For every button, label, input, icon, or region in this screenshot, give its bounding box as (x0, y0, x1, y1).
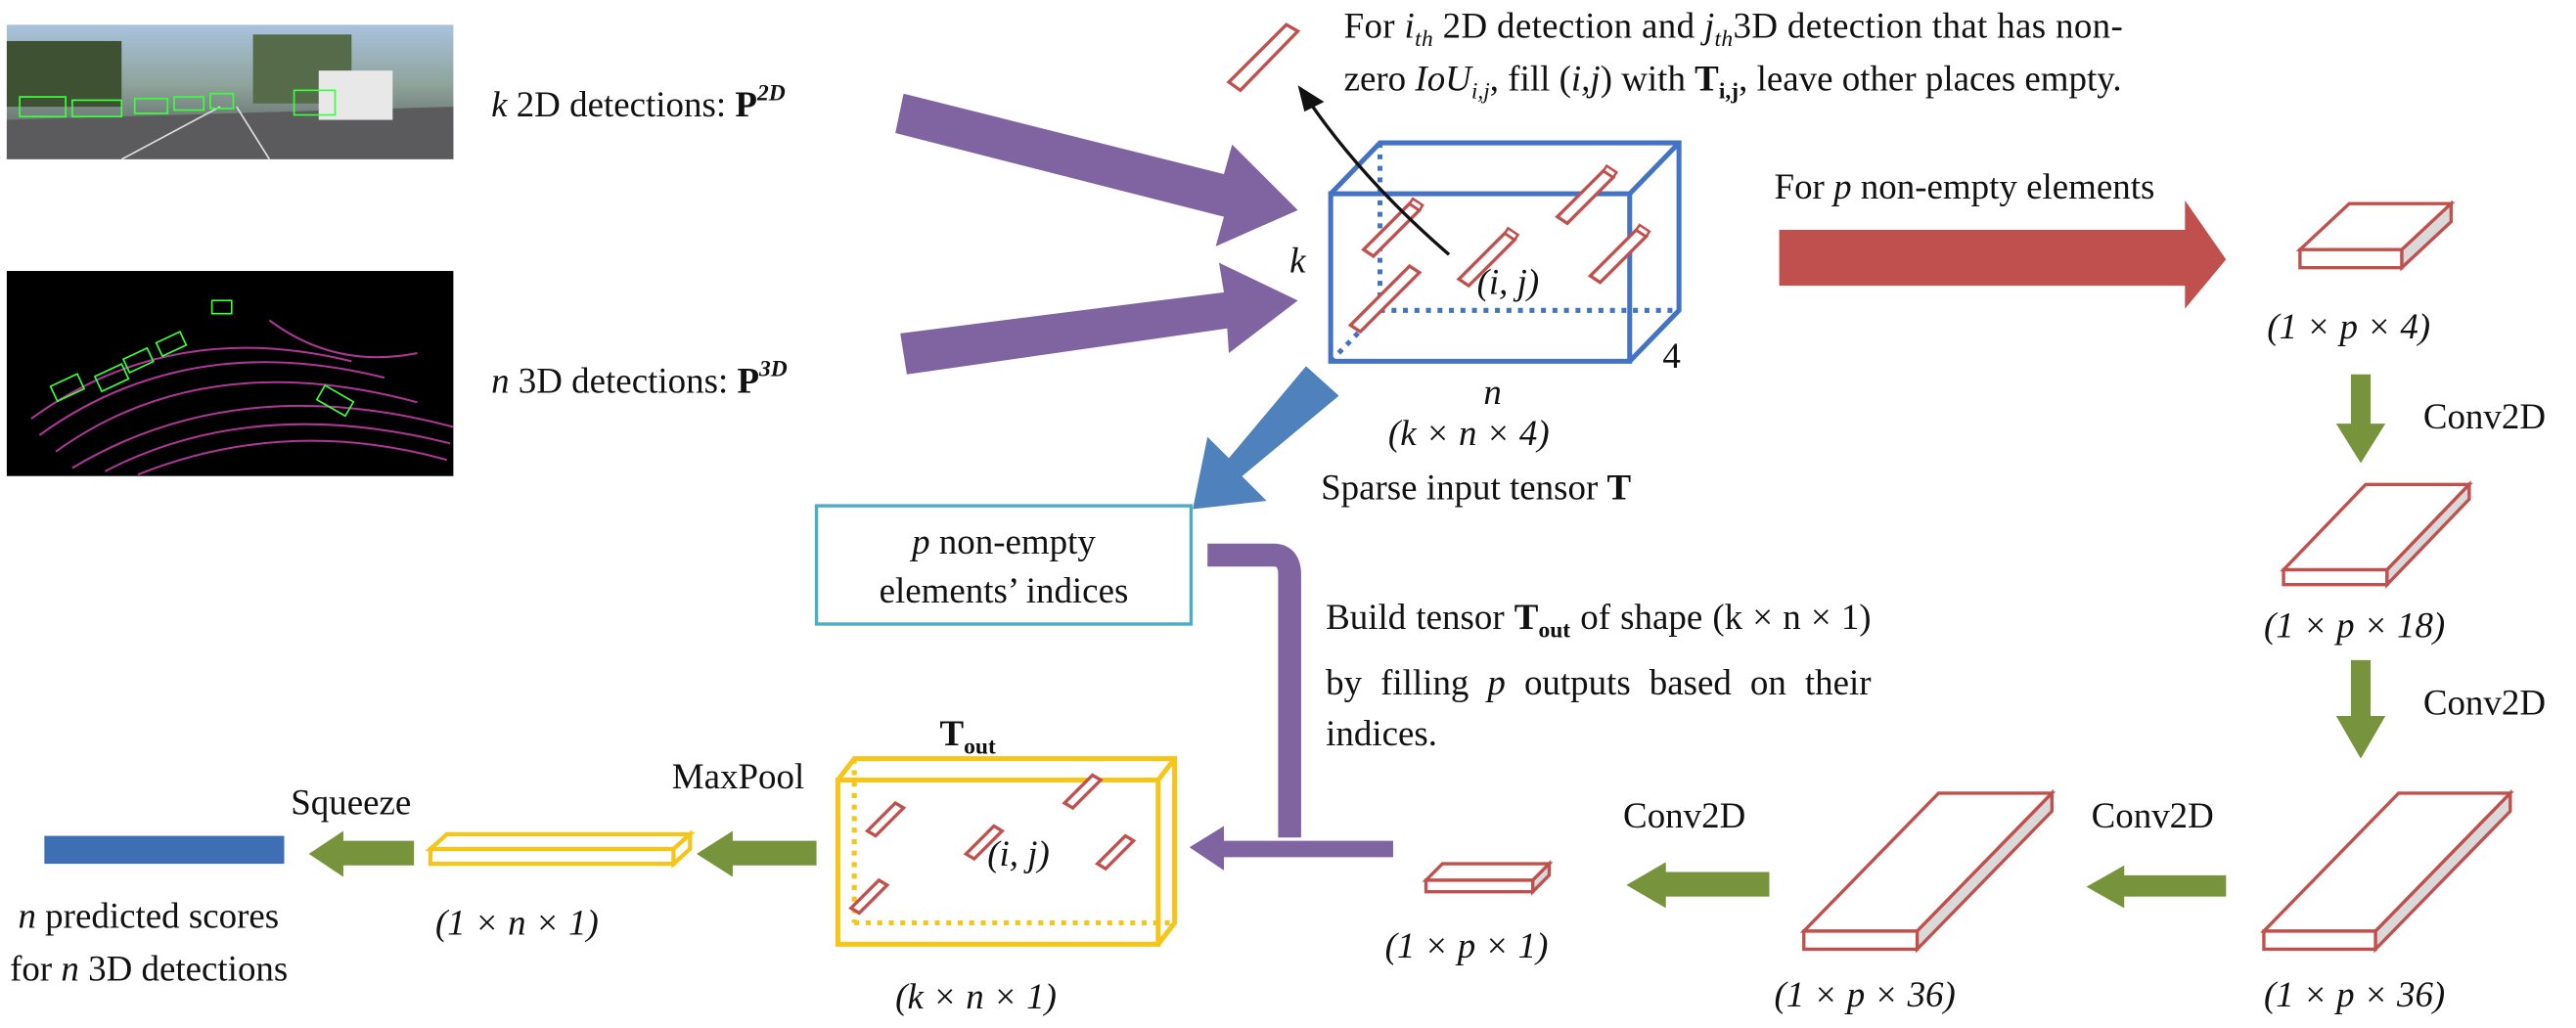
tensor-cell-label: (i, j) (1476, 260, 1540, 302)
indices-box: p non-empty elements’ indices (814, 504, 1194, 626)
green-arrow-down-2 (2335, 659, 2386, 759)
blue-arrow (1193, 366, 1339, 510)
tensor-n-axis: n (1483, 371, 1502, 413)
red-flow-label: For p non-empty elements (1774, 165, 2155, 207)
green-arrow-left-3 (696, 830, 817, 877)
score-bar (44, 835, 285, 865)
pooled-shape-label: (1 × n × 1) (434, 901, 599, 943)
lidar-pointcloud-thumbnail (6, 271, 454, 476)
tout-cell-label: (i, j) (987, 832, 1050, 874)
fill-note-line1: For ith 2D detection and jth3D detection… (1343, 5, 2124, 53)
shape-label-4: (1 × p × 36) (2263, 973, 2446, 1015)
conv-label-c: Conv2D (2091, 794, 2214, 836)
build-note: Build tensor Tout of shape (k × n × 1) b… (1326, 596, 1872, 754)
tout-element-rods (848, 773, 1137, 916)
green-arrow-left-2 (1626, 862, 1770, 909)
scores-line2: for n 3D detections (10, 947, 289, 989)
tensor-depth-axis: 4 (1662, 335, 1681, 377)
green-arrow-left-1 (2086, 865, 2227, 909)
squeeze-label: Squeeze (291, 782, 412, 824)
tensor-k-axis: k (1289, 240, 1306, 282)
pipeline-tensor-4 (2295, 200, 2456, 272)
shape-label-5: (1 × p × 1) (1384, 924, 1549, 966)
shape-label-3: (1 × p × 36) (1774, 973, 1956, 1015)
tout-title: Tout (939, 712, 996, 761)
indices-box-line2: elements’ indices (879, 569, 1129, 611)
red-arrow (1779, 200, 2227, 309)
tout-shape-label: (k × n × 1) (895, 975, 1057, 1017)
pipeline-tensor-36-right (2259, 788, 2514, 954)
tout-tensor (835, 756, 1178, 947)
green-arrow-left-4 (308, 830, 415, 877)
indices-box-line1: p non-empty (912, 520, 1096, 562)
input-2d-label: k 2D detections: P2D (491, 81, 786, 125)
shape-label-1: (1 × p × 4) (2267, 305, 2431, 347)
pointer-arrow (1297, 85, 1451, 256)
conv-label-b: Conv2D (2422, 681, 2547, 723)
purple-arrow-2d (895, 93, 1298, 246)
scores-line1: n predicted scores (18, 895, 280, 936)
purple-bent-arrow (1189, 543, 1393, 871)
tensor-caption: Sparse input tensor T (1321, 466, 1632, 508)
shape-label-2: (1 × p × 18) (2263, 603, 2446, 646)
pipeline-tensor-36-left (1799, 788, 2056, 954)
input-3d-label: n 3D detections: P3D (491, 358, 788, 401)
legend-rod-icon (1226, 22, 1301, 93)
fill-note-line2: zero IoUi,j, fill (i,j) with Ti,j, leave… (1343, 57, 2122, 106)
conv-label-a: Conv2D (2422, 395, 2547, 437)
camera-image-thumbnail (6, 24, 454, 159)
green-arrow-down-1 (2335, 374, 2386, 464)
tensor-element-rods (1347, 163, 1651, 335)
tensor-shape-label: (k × n × 4) (1387, 412, 1550, 454)
pipeline-tensor-18 (2280, 480, 2473, 589)
purple-arrow-3d (900, 262, 1298, 375)
conv-label-d: Conv2D (1623, 794, 1746, 836)
maxpool-label: MaxPool (671, 755, 805, 797)
pipeline-tensor-1 (1422, 860, 1554, 896)
pooled-tensor (425, 829, 696, 869)
